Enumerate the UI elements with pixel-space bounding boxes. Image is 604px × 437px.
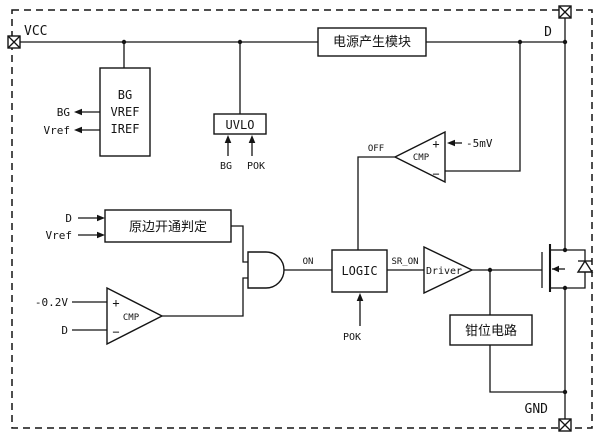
pok-signal-label: POK [343, 332, 361, 343]
driver-buffer: Driver [423, 245, 474, 295]
wires [20, 18, 566, 419]
bandgap-block: BG VREF IREF [99, 67, 151, 157]
wire-d-sense-to-cmp [445, 42, 521, 172]
arrow-detect-vref [97, 231, 105, 239]
on-cmp-plus-sign: + [112, 296, 119, 310]
bg-out-label: BG [57, 106, 70, 119]
wire-clamp-to-gnd [489, 345, 565, 393]
pin-x-icon [558, 418, 572, 432]
primary-on-detect-box [104, 209, 232, 243]
cmp-d-in-label: D [61, 324, 68, 337]
on-cmp-minus-sign: − [112, 325, 119, 339]
mosfet-body-arrow [552, 265, 559, 273]
power-module-box [317, 27, 427, 57]
vref-out-label: Vref [44, 124, 71, 137]
d-pin-label: D [544, 25, 552, 40]
arrow-detect-d [97, 214, 105, 222]
off-signal-label: OFF [368, 144, 384, 154]
junction [237, 39, 243, 45]
gnd-pin-label: GND [525, 402, 549, 417]
uvlo-block: UVLO [213, 113, 267, 135]
clamp-block: 钳位电路 [449, 314, 533, 346]
driver-label: Driver [426, 266, 462, 277]
driver-body [423, 245, 474, 295]
logic-box [331, 249, 388, 293]
arrow-uvlo-bg [224, 135, 232, 143]
detect-d-in-label: D [65, 212, 72, 225]
junction [487, 267, 493, 273]
arrow-pok [356, 293, 364, 301]
bandgap-box [99, 67, 151, 157]
neg02v-label: -0.2V [35, 296, 68, 309]
detect-vref-in-label: Vref [46, 229, 73, 242]
junction [562, 389, 568, 395]
primary-on-detect-block: 原边开通判定 [104, 209, 232, 243]
pin-vcc [7, 35, 21, 49]
wire-off-to-logic [357, 156, 395, 250]
power-module-block: 电源产生模块 [317, 27, 427, 57]
power-module-label: 电源产生模块 [333, 35, 411, 50]
junction-dots [121, 39, 568, 395]
pin-x-icon [7, 35, 21, 49]
wire-cmp-to-and [162, 277, 248, 317]
clamp-label: 钳位电路 [465, 323, 517, 339]
arrow-uvlo-pok [248, 135, 256, 143]
on-comparator: CMP + − [106, 286, 164, 346]
body-diode [565, 249, 594, 289]
on-comparator-body [106, 286, 164, 346]
arrow-vref-out [74, 126, 82, 134]
chip-outline [11, 9, 593, 429]
uvlo-bg-in-label: BG [220, 161, 232, 172]
off-cmp-plus-sign: + [432, 137, 439, 151]
pin-d [558, 5, 572, 19]
on-comparator-label: CMP [123, 313, 140, 323]
neg5mv-label: -5mV [466, 137, 493, 150]
and-gate-body [247, 251, 285, 289]
logic-label: LOGIC [341, 264, 377, 278]
uvlo-label: UVLO [226, 118, 255, 132]
bandgap-label-bg: BG [118, 88, 132, 102]
uvlo-box [213, 113, 267, 135]
bandgap-label-vref: VREF [111, 105, 140, 119]
bandgap-label-iref: IREF [111, 122, 140, 136]
sron-signal-label: SR_ON [391, 257, 418, 267]
mosfet [541, 244, 565, 292]
body-diode-triangle [576, 259, 594, 273]
junction [121, 39, 127, 45]
uvlo-pok-in-label: POK [247, 161, 265, 172]
vcc-pin-label: VCC [24, 24, 47, 39]
off-comparator-label: CMP [413, 153, 430, 163]
and-gate [247, 251, 285, 289]
junction [562, 39, 568, 45]
pin-x-icon [558, 5, 572, 19]
on-signal-label: ON [303, 257, 314, 267]
off-comparator: CMP + − [393, 130, 446, 184]
pin-gnd [558, 418, 572, 432]
body-diode-connects [565, 249, 586, 289]
junction [517, 39, 523, 45]
wire-detect-to-and [231, 225, 248, 263]
off-cmp-minus-sign: − [432, 167, 439, 181]
arrow-bg-out [74, 108, 82, 116]
arrowheads [74, 108, 455, 301]
clamp-box [449, 314, 533, 346]
logic-block: LOGIC [331, 249, 388, 293]
primary-on-detect-label: 原边开通判定 [129, 220, 207, 235]
arrow-neg5mv [447, 139, 455, 147]
off-comparator-body [393, 130, 446, 184]
